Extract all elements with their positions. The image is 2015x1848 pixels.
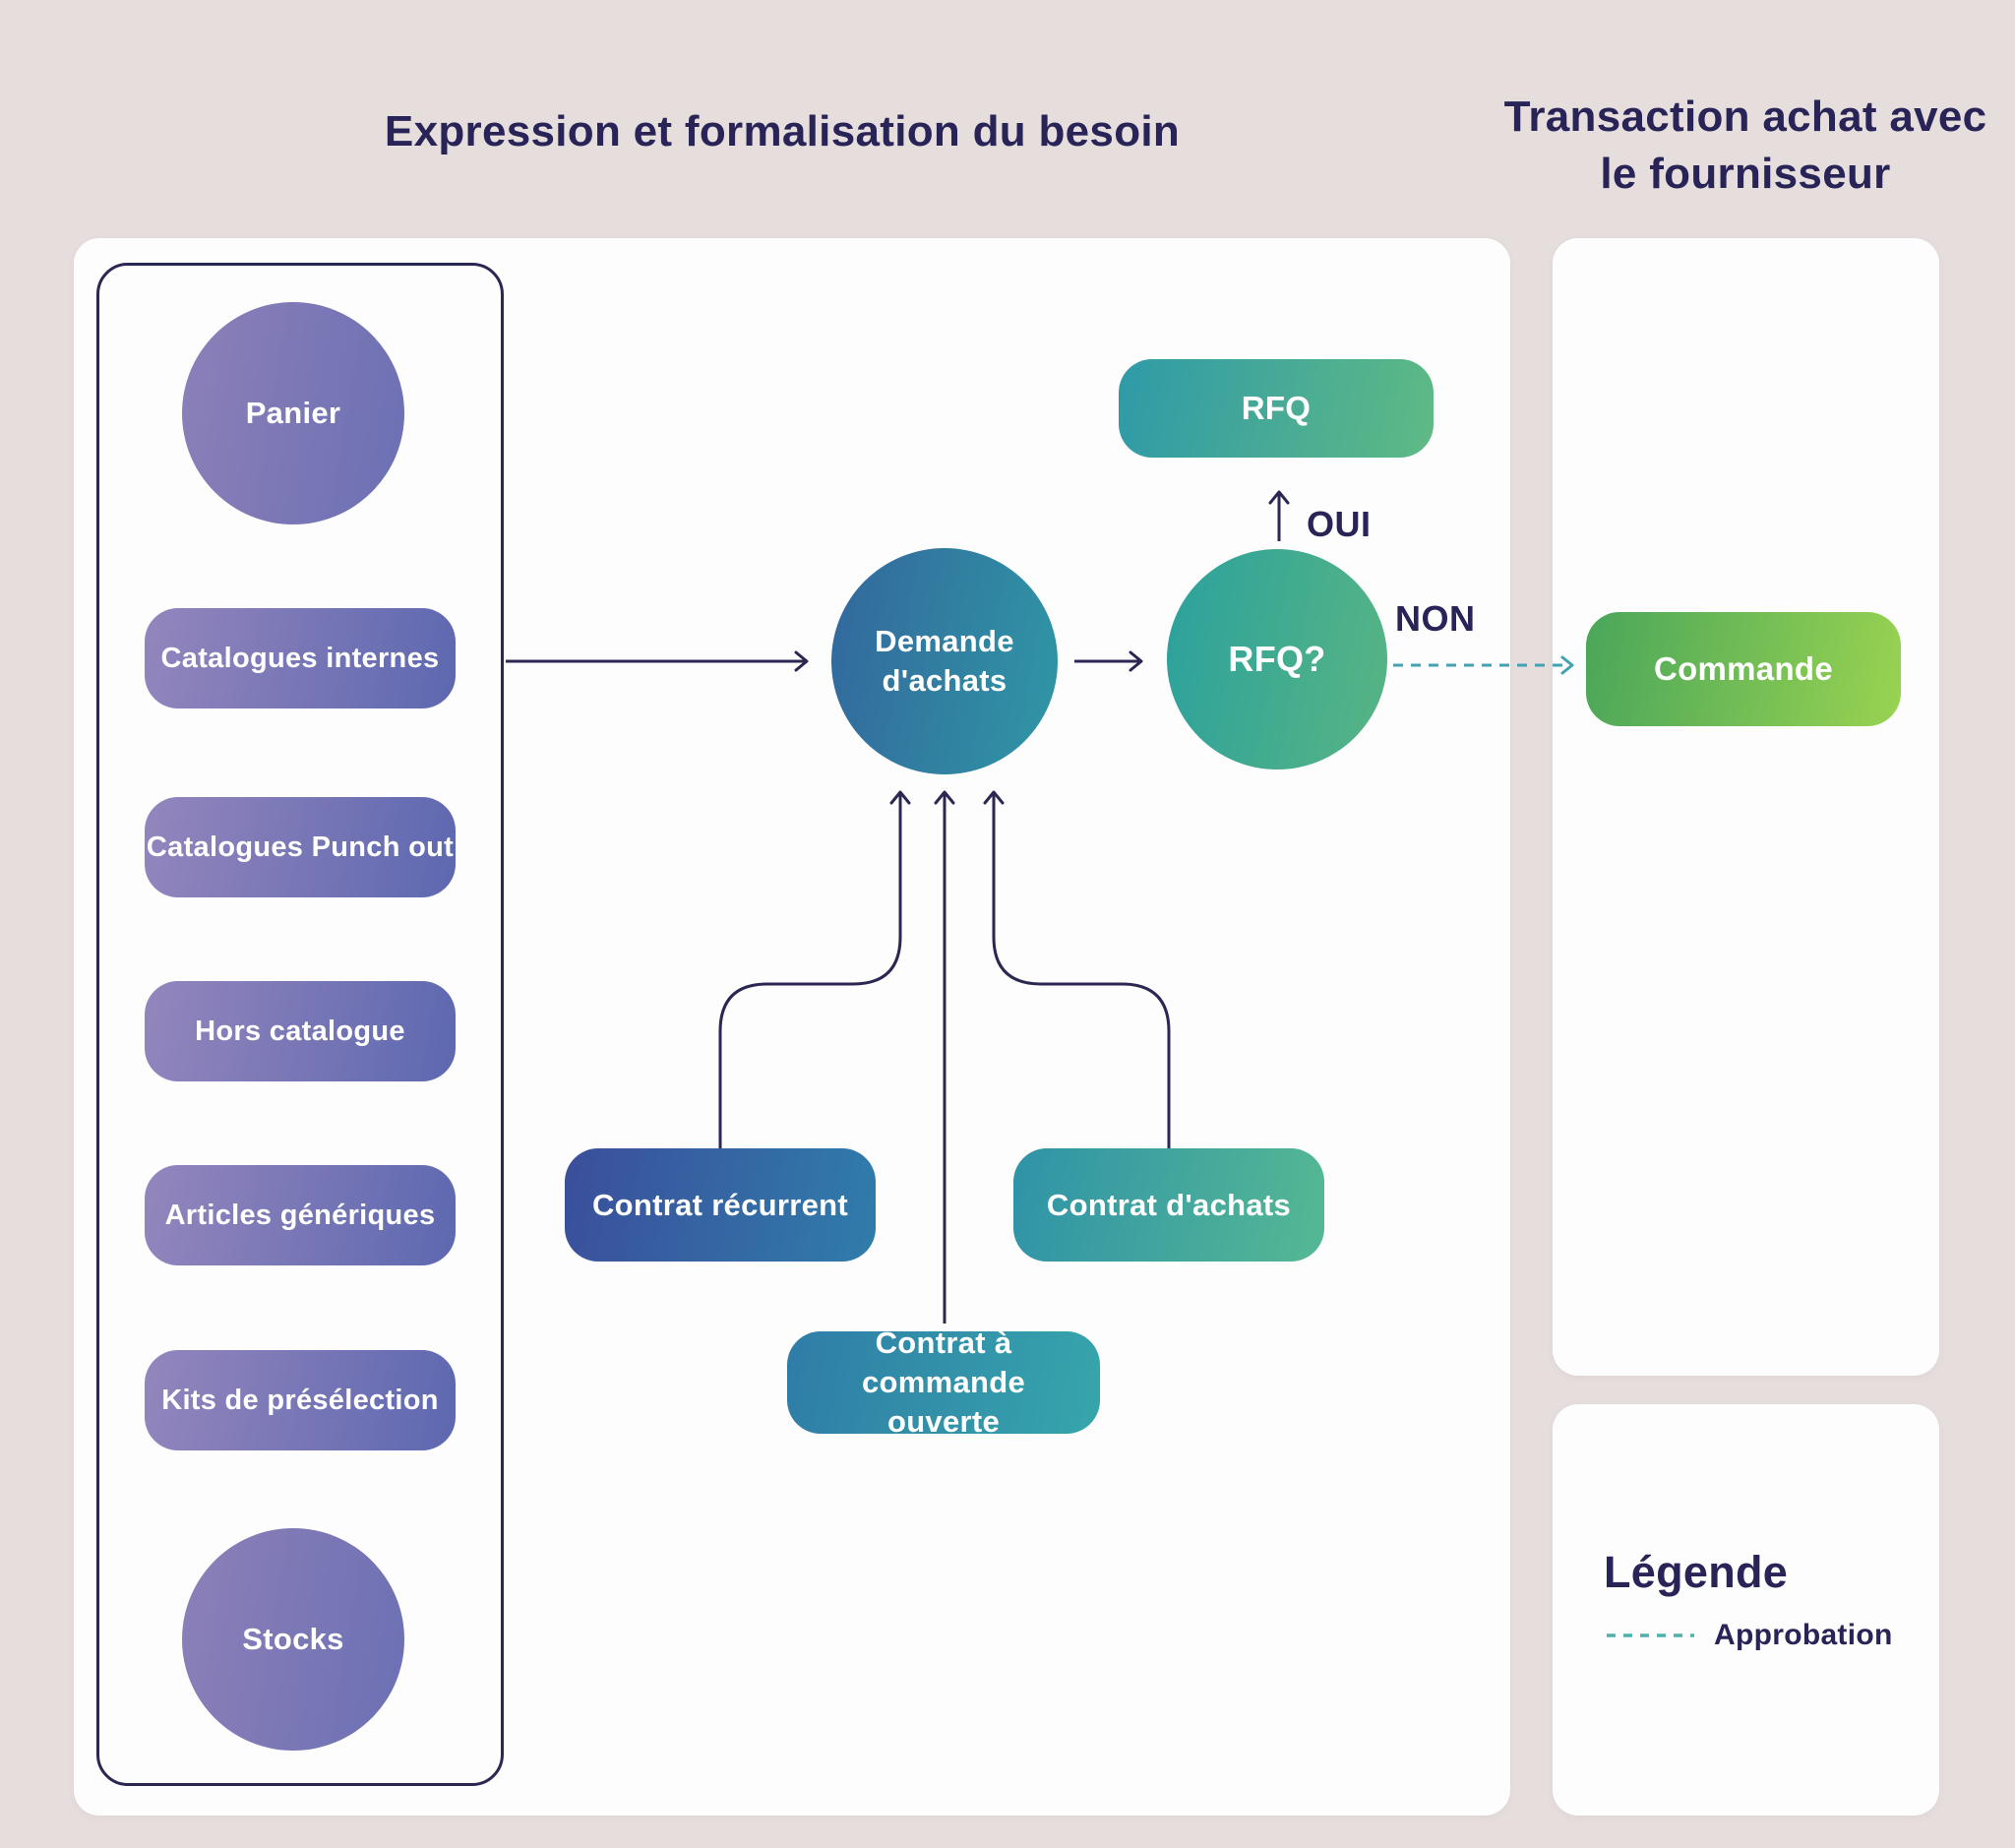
node-rfq-decision-label: RFQ? — [1228, 639, 1326, 679]
panel-transaction — [1553, 238, 1939, 1376]
legend-approbation-label: Approbation — [1714, 1619, 1893, 1651]
node-contrat-recurrent: Contrat récurrent — [565, 1148, 876, 1262]
node-demande-achats: Demande d'achats — [831, 548, 1058, 774]
section-title-transaction-line2: le fournisseur — [1600, 150, 1891, 198]
source-item-panier-label: Panier — [245, 396, 341, 430]
source-item-articles-generiques-label: Articles génériques — [164, 1199, 436, 1231]
source-item-panier: Panier — [182, 302, 404, 524]
source-item-hors-catalogue: Hors catalogue — [145, 981, 456, 1081]
node-commande-label: Commande — [1653, 650, 1834, 687]
legend-title: Légende — [1604, 1547, 1789, 1597]
node-commande: Commande — [1586, 612, 1901, 726]
source-item-catalogues-internes: Catalogues internes — [145, 608, 456, 708]
source-item-kits-preselection: Kits de présélection — [145, 1350, 456, 1450]
node-rfq-label: RFQ — [1241, 390, 1312, 426]
source-item-stocks: Stocks — [182, 1528, 404, 1751]
section-title-transaction: Transaction achat avec le fournisseur — [1504, 89, 1987, 203]
node-rfq: RFQ — [1119, 359, 1434, 458]
source-item-articles-generiques: Articles génériques — [145, 1165, 456, 1265]
node-demande-achats-label: Demande d'achats — [875, 624, 1014, 698]
source-item-catalogues-punch-out-label: Catalogues Punch out — [146, 831, 455, 863]
node-contrat-ouverte-label: Contrat à commande ouverte — [861, 1325, 1026, 1439]
section-title-transaction-line1: Transaction achat avec — [1503, 92, 1987, 141]
source-item-hors-catalogue-label: Hors catalogue — [195, 1015, 405, 1047]
source-item-kits-preselection-label: Kits de présélection — [161, 1384, 439, 1416]
node-contrat-achats-label: Contrat d'achats — [1046, 1187, 1292, 1222]
node-contrat-ouverte: Contrat à commande ouverte — [787, 1325, 1100, 1439]
label-non: NON — [1395, 598, 1476, 639]
source-item-stocks-label: Stocks — [242, 1622, 344, 1656]
source-item-catalogues-punch-out: Catalogues Punch out — [145, 797, 456, 897]
section-title-expression: Expression et formalisation du besoin — [384, 107, 1181, 155]
node-contrat-recurrent-label: Contrat récurrent — [591, 1187, 849, 1222]
node-rfq-decision: RFQ? — [1167, 549, 1387, 770]
panel-legend — [1553, 1404, 1939, 1816]
node-contrat-achats: Contrat d'achats — [1013, 1148, 1324, 1262]
source-item-catalogues-internes-label: Catalogues internes — [160, 642, 440, 674]
label-oui: OUI — [1307, 504, 1372, 544]
